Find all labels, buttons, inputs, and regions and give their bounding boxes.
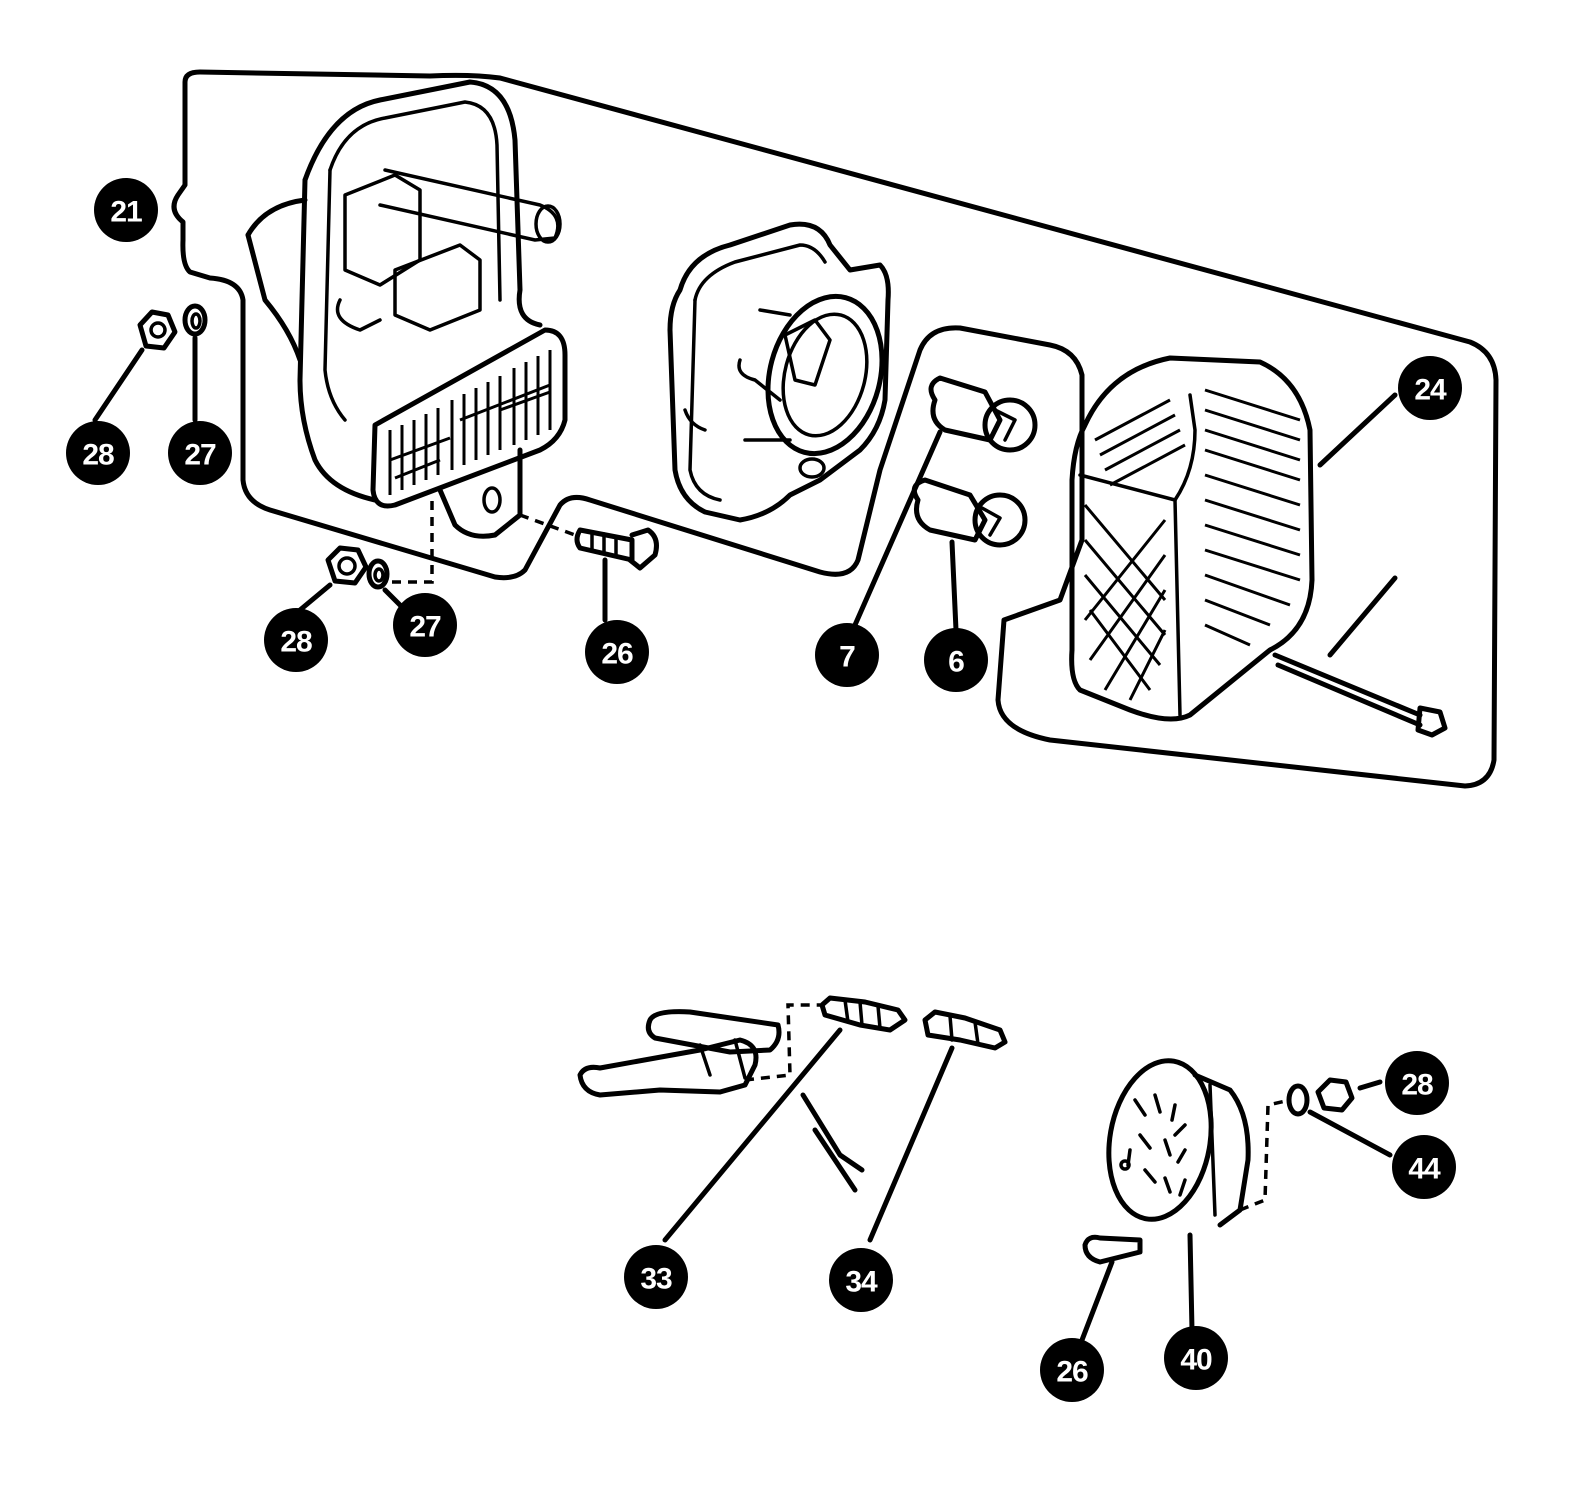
callout-26: 26 bbox=[585, 620, 649, 684]
dashed-axis-27 bbox=[392, 495, 434, 584]
svg-text:28: 28 bbox=[1401, 1069, 1433, 1102]
callout-6: 6 bbox=[924, 628, 988, 692]
dashed-axis-26 bbox=[519, 513, 576, 537]
svg-text:24: 24 bbox=[1414, 374, 1447, 407]
callout-28: 28 bbox=[66, 421, 130, 485]
leader-lines-horn bbox=[1079, 1079, 1393, 1343]
bolt-26-top bbox=[574, 527, 659, 571]
callout-28: 28 bbox=[264, 608, 328, 672]
svg-text:28: 28 bbox=[280, 626, 312, 659]
svg-text:28: 28 bbox=[82, 439, 114, 472]
svg-text:44: 44 bbox=[1408, 1153, 1441, 1186]
svg-text:7: 7 bbox=[839, 641, 855, 674]
svg-text:27: 27 bbox=[184, 439, 216, 472]
svg-text:26: 26 bbox=[1056, 1356, 1088, 1389]
callout-24: 24 bbox=[1398, 356, 1462, 420]
bulb-34 bbox=[922, 1009, 1008, 1051]
callout-27: 27 bbox=[393, 593, 457, 657]
callout-21: 21 bbox=[94, 178, 158, 242]
switch-lever bbox=[577, 1003, 865, 1193]
callout-33: 33 bbox=[624, 1245, 688, 1309]
callout-26: 26 bbox=[1040, 1338, 1104, 1402]
bulb-33 bbox=[819, 995, 908, 1033]
svg-text:27: 27 bbox=[409, 611, 441, 644]
nut-28-horn bbox=[1315, 1077, 1355, 1113]
callout-34: 34 bbox=[829, 1248, 893, 1312]
leader-lines-top bbox=[92, 335, 1398, 658]
washer-27-bottom bbox=[366, 558, 390, 590]
nut-28-bottom bbox=[325, 545, 369, 586]
assembly-21-outline bbox=[171, 69, 1499, 789]
bulb-7 bbox=[928, 375, 1038, 453]
bulb-socket-reflector bbox=[667, 221, 891, 523]
svg-text:6: 6 bbox=[948, 646, 964, 679]
callout-7: 7 bbox=[815, 623, 879, 687]
callout-44: 44 bbox=[1392, 1135, 1456, 1199]
rear-light-housing bbox=[245, 79, 568, 539]
horn-40 bbox=[1106, 1058, 1291, 1228]
long-screw bbox=[1272, 652, 1448, 738]
lens-cover-24 bbox=[1069, 355, 1315, 722]
callout-40: 40 bbox=[1164, 1326, 1228, 1390]
washer-44 bbox=[1286, 1083, 1310, 1117]
bolt-26-horn bbox=[1082, 1234, 1143, 1265]
leader-lines-bottom bbox=[662, 1027, 955, 1243]
svg-text:34: 34 bbox=[845, 1266, 878, 1299]
svg-text:33: 33 bbox=[640, 1263, 672, 1296]
callout-27: 27 bbox=[168, 421, 232, 485]
svg-text:26: 26 bbox=[601, 638, 633, 671]
svg-text:40: 40 bbox=[1180, 1344, 1212, 1377]
nut-28-top bbox=[137, 309, 178, 351]
washer-27-top bbox=[182, 303, 208, 337]
svg-text:21: 21 bbox=[110, 196, 142, 229]
bulb-6 bbox=[911, 477, 1028, 548]
callout-28: 28 bbox=[1385, 1051, 1449, 1115]
